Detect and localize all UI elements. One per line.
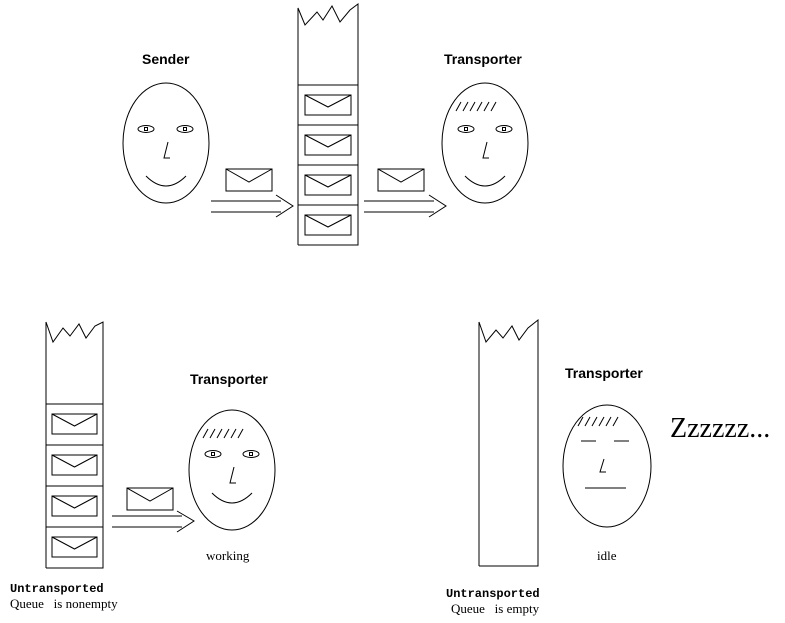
envelope-icon bbox=[304, 174, 352, 196]
hair-strokes bbox=[577, 416, 619, 427]
idle-state-label: idle bbox=[597, 548, 617, 563]
transporter-head bbox=[188, 409, 276, 531]
queue-to-working-transporter-arrow bbox=[112, 487, 195, 533]
sleep-text: Zzzzzz... bbox=[670, 413, 770, 444]
queue-container bbox=[297, 3, 359, 246]
transporter-head bbox=[562, 404, 652, 528]
working-state-label: working bbox=[206, 548, 250, 563]
envelope-icon bbox=[304, 134, 352, 156]
nonempty-queue bbox=[45, 321, 104, 569]
bottom-right-scene: Transporter Zzzzzz... idle Untransported… bbox=[446, 318, 770, 616]
working-transporter-label: Transporter bbox=[190, 371, 268, 387]
empty-caption-text: Queue is empty bbox=[451, 601, 540, 616]
envelope-icon bbox=[51, 495, 98, 517]
empty-queue bbox=[478, 318, 539, 567]
idle-transporter-face bbox=[562, 404, 652, 528]
sender-to-queue-arrow bbox=[211, 168, 294, 218]
idle-transporter-label: Transporter bbox=[565, 365, 643, 381]
transporter-label: Transporter bbox=[444, 51, 522, 67]
nonempty-caption-text: Queue is nonempty bbox=[10, 596, 118, 611]
envelope-icon bbox=[304, 94, 352, 116]
transporter-mouth bbox=[211, 492, 253, 504]
sender-mouth bbox=[145, 175, 187, 187]
empty-caption-title: Untransported bbox=[446, 587, 540, 601]
top-scene: Sender bbox=[122, 3, 529, 246]
queue-container bbox=[478, 318, 539, 567]
envelope-icon bbox=[126, 487, 174, 511]
transporter-right-eye bbox=[242, 450, 260, 458]
transporter-nose bbox=[482, 141, 489, 159]
transporter-left-eye bbox=[457, 125, 475, 133]
transporter-face bbox=[441, 82, 529, 204]
envelope-icon bbox=[51, 413, 98, 435]
transporter-nose bbox=[599, 458, 606, 473]
sender-left-eye bbox=[137, 125, 155, 133]
transporter-nose bbox=[229, 466, 236, 484]
envelope-icon bbox=[225, 168, 273, 192]
top-queue bbox=[297, 3, 359, 246]
sender-face bbox=[122, 82, 210, 204]
bottom-left-scene: Transporter working Untransported Queue … bbox=[10, 321, 276, 611]
transporter-left-eye bbox=[204, 450, 222, 458]
envelope-icon bbox=[377, 168, 425, 192]
transporter-head bbox=[441, 82, 529, 204]
transporter-mouth bbox=[464, 175, 506, 187]
envelope-icon bbox=[51, 536, 98, 558]
working-transporter-face bbox=[188, 409, 276, 531]
envelope-icon bbox=[51, 454, 98, 476]
hair-strokes bbox=[202, 428, 244, 439]
sender-label: Sender bbox=[142, 51, 190, 67]
queue-to-transporter-arrow bbox=[364, 168, 447, 218]
envelope-icon bbox=[304, 214, 352, 236]
transporter-right-eye bbox=[495, 125, 513, 133]
sender-nose bbox=[163, 141, 170, 159]
hair-strokes bbox=[455, 101, 497, 112]
sender-head bbox=[122, 82, 210, 204]
sender-right-eye bbox=[176, 125, 194, 133]
nonempty-caption-title: Untransported bbox=[10, 582, 104, 596]
